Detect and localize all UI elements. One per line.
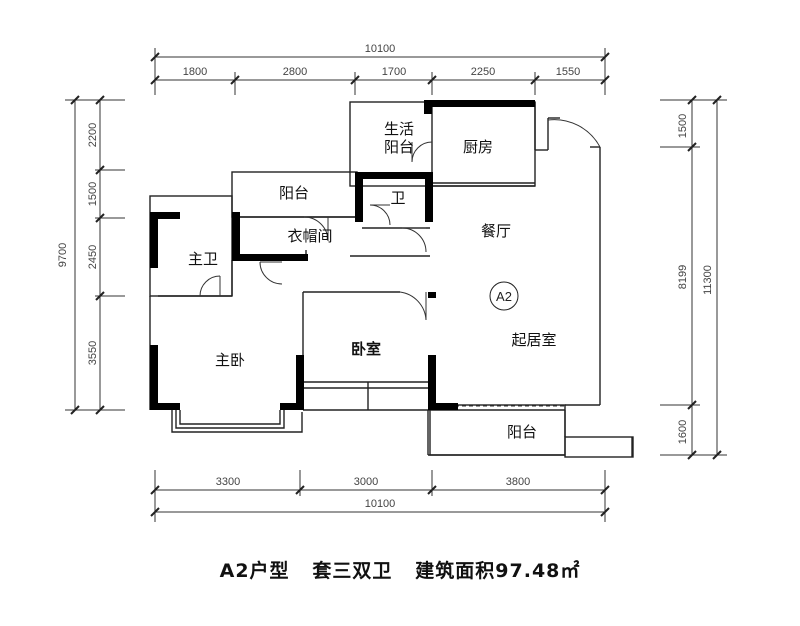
label-bathroom: 卫	[390, 189, 405, 207]
label-dining: 餐厅	[481, 222, 511, 240]
dim-right-total: 11300	[702, 265, 714, 295]
room-labels: 生活 阳台 厨房 阳台 卫 餐厅 衣帽间 主卫 A2 卧室 起居室 主卧 阳台	[188, 120, 557, 441]
label-cloakroom: 衣帽间	[287, 227, 332, 245]
label-master-bath: 主卫	[188, 250, 218, 268]
dim-bottom-3: 3800	[506, 476, 530, 488]
label-utility-balcony-1: 生活	[384, 120, 414, 138]
top-dimension-group: 10100 1800 2800 1700 2250 1550	[150, 43, 610, 95]
plan-caption: A2户型 套三双卫 建筑面积97.48㎡	[0, 556, 800, 583]
dim-top-3: 1700	[382, 66, 406, 78]
floor-plan: 10100 1800 2800 1700 2250 1550 3300 3000…	[57, 43, 727, 522]
dim-top-5: 1550	[556, 66, 580, 78]
label-balcony-top: 阳台	[279, 184, 309, 202]
label-balcony-bottom: 阳台	[507, 423, 537, 441]
dim-bottom-total: 10100	[365, 498, 396, 510]
dim-left-3: 2450	[87, 245, 99, 269]
dim-right-3: 1600	[677, 420, 689, 444]
left-dimension-group: 9700 2200 1500 2450 3550	[57, 95, 125, 415]
label-unit-badge: A2	[496, 289, 512, 304]
label-master-bedroom: 主卧	[215, 351, 245, 369]
right-dimension-group: 1500 8199 1600 11300	[660, 95, 727, 460]
dim-top-4: 2250	[471, 66, 495, 78]
dim-right-1: 1500	[677, 114, 689, 138]
door-swings	[199, 119, 601, 407]
dim-top-2: 2800	[283, 66, 307, 78]
dim-bottom-2: 3000	[354, 476, 378, 488]
dim-top-1: 1800	[183, 66, 207, 78]
caption-layout: 套三双卫	[312, 560, 393, 582]
label-kitchen: 厨房	[463, 138, 493, 156]
dim-left-1: 2200	[87, 123, 99, 147]
dim-left-total: 9700	[57, 243, 69, 267]
dim-right-2: 8199	[677, 265, 689, 289]
caption-area: 建筑面积97.48㎡	[415, 560, 581, 582]
unit-badge-circle	[489, 281, 519, 311]
bottom-dimension-group: 3300 3000 3800 10100	[150, 470, 610, 522]
label-bedroom: 卧室	[351, 340, 381, 358]
dim-bottom-1: 3300	[216, 476, 240, 488]
dim-top-total: 10100	[365, 43, 396, 55]
caption-unit-type: A2户型	[219, 560, 290, 582]
label-living-room: 起居室	[511, 331, 556, 349]
bearing-walls	[150, 100, 535, 410]
dim-left-2: 1500	[87, 182, 99, 206]
label-utility-balcony-2: 阳台	[384, 138, 414, 156]
dim-left-4: 3550	[87, 341, 99, 365]
